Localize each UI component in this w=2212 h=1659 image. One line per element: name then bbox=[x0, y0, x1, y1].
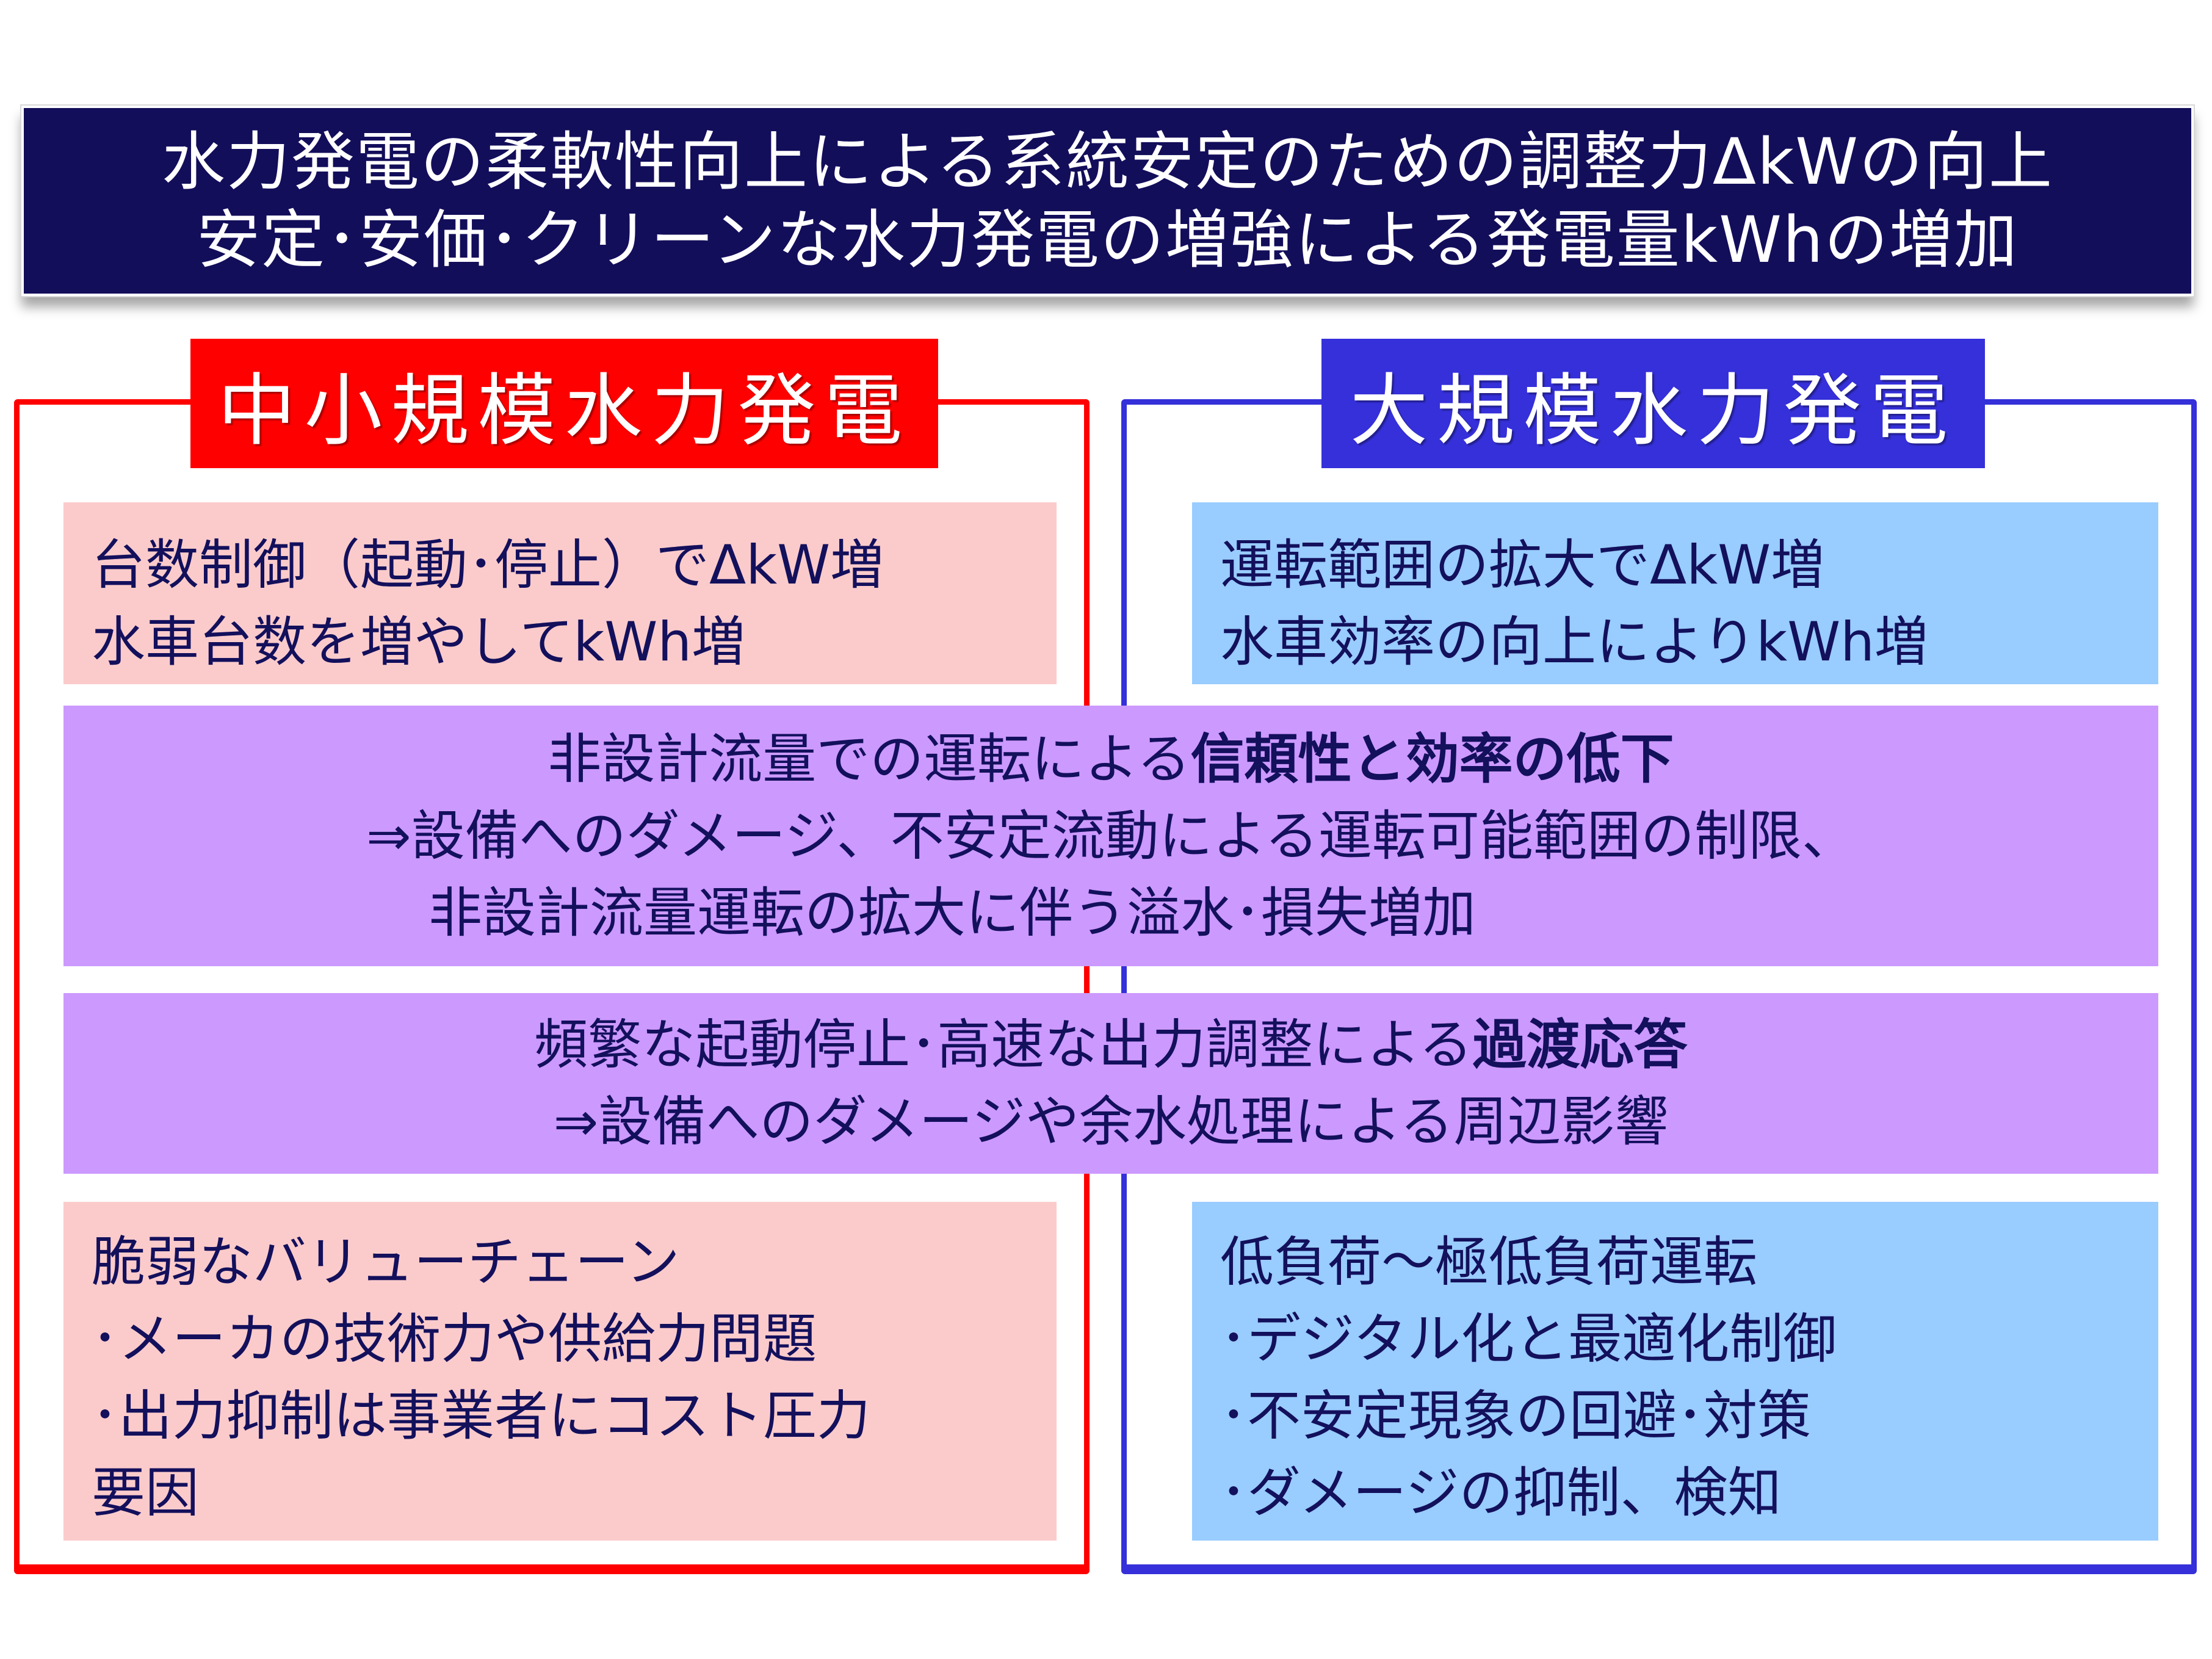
text-line: ･メーカの技術力や供給力問題 bbox=[92, 1307, 817, 1370]
text-line: 低負荷～極低負荷運転 bbox=[1220, 1231, 1758, 1293]
text-line: 運転範囲の拡大でΔkW増 bbox=[1220, 533, 1825, 596]
off-design-issue-box: 非設計流量での運転による信頼性と効率の低下 ⇒設備へのダメージ、不安定流動による… bbox=[63, 706, 2158, 966]
issue-emphasis: 過渡応答 bbox=[1472, 1013, 1688, 1076]
text-line: 水車台数を増やしてkWh増 bbox=[92, 610, 746, 673]
large-hydro-benefits-box: 運転範囲の拡大でΔkW増 水車効率の向上によりkWh増 bbox=[1192, 502, 2158, 684]
low-load-operation-box: 低負荷～極低負荷運転 ･デジタル化と最適化制御 ･不安定現象の回避･対策 ･ダメ… bbox=[1192, 1202, 2158, 1541]
header-banner: 水力発電の柔軟性向上による系統安定のための調整力ΔkWの向上 安定･安価･クリー… bbox=[20, 104, 2195, 297]
text-line: ･ダメージの抑制、検知 bbox=[1220, 1461, 1782, 1524]
issue-consequence: ⇒設備へのダメージや余水処理による周辺影響 bbox=[553, 1090, 1669, 1153]
text-line: ･デジタル化と最適化制御 bbox=[1220, 1307, 1837, 1370]
text-line: ･出力抑制は事業者にコスト圧力 bbox=[92, 1384, 871, 1447]
text-line: 水車効率の向上によりkWh増 bbox=[1220, 610, 1928, 673]
issue-consequence: 非設計流量運転の拡大に伴う溢水･損失増加 bbox=[428, 881, 1476, 944]
text-line: ･不安定現象の回避･対策 bbox=[1220, 1384, 1812, 1447]
issue-headline: 非設計流量での運転による信頼性と効率の低下 bbox=[548, 721, 1674, 798]
small-hydro-benefits-box: 台数制御（起動･停止）でΔkW増 水車台数を増やしてkWh増 bbox=[63, 502, 1057, 684]
small-medium-hydro-title: 中小規模水力発電 bbox=[190, 339, 938, 468]
value-chain-challenge-box: 脆弱なバリューチェーン ･メーカの技術力や供給力問題 ･出力抑制は事業者にコスト… bbox=[63, 1202, 1057, 1541]
text-line: 脆弱なバリューチェーン bbox=[92, 1231, 680, 1293]
large-hydro-title: 大規模水力発電 bbox=[1321, 339, 1985, 468]
text-line: 台数制御（起動･停止）でΔkW増 bbox=[92, 533, 884, 596]
text-line: 要因 bbox=[92, 1461, 200, 1524]
issue-text: 頻繁な起動停止･高速な出力調整による bbox=[534, 1013, 1473, 1076]
issue-text: 非設計流量での運転による bbox=[548, 727, 1191, 790]
header-line-1: 水力発電の柔軟性向上による系統安定のための調整力ΔkWの向上 bbox=[161, 125, 2054, 199]
issue-emphasis: 信頼性と効率の低下 bbox=[1190, 727, 1674, 790]
header-line-2: 安定･安価･クリーンな水力発電の増強による発電量kWhの増加 bbox=[197, 203, 2019, 277]
transient-issue-box: 頻繁な起動停止･高速な出力調整による過渡応答 ⇒設備へのダメージや余水処理による… bbox=[63, 993, 2158, 1174]
issue-headline: 頻繁な起動停止･高速な出力調整による過渡応答 bbox=[534, 1007, 1687, 1083]
issue-consequence: ⇒設備へのダメージ、不安定流動による運転可能範囲の制限、 bbox=[366, 804, 1856, 867]
